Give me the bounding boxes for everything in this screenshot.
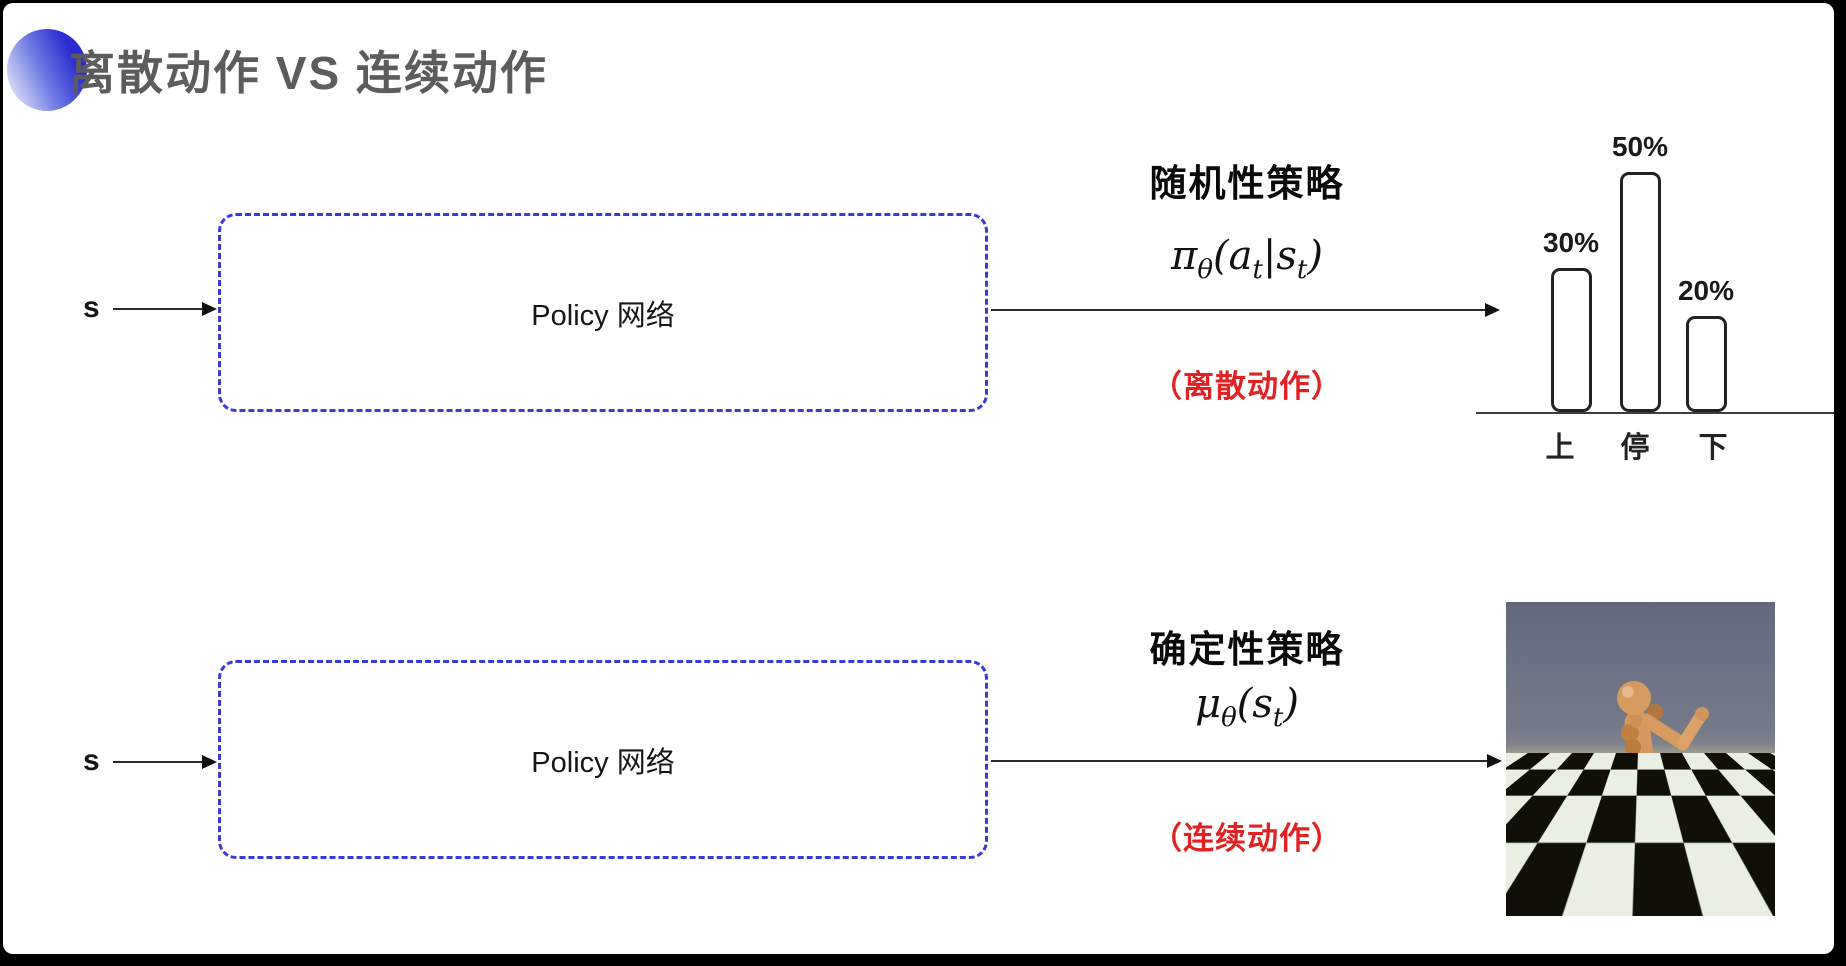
cat-label-stop: 停 [1620, 432, 1650, 464]
chart-baseline [1476, 412, 1834, 414]
input-arrow-bottom [113, 755, 217, 769]
policy-box-label-bottom: Policy 网络 [531, 746, 675, 779]
bar-value-up: 30% [1542, 227, 1600, 258]
action-probability-chart: 30% 50% 20% 上 停 下 [1476, 98, 1834, 470]
policy-box-label-top: Policy 网络 [531, 299, 675, 332]
policy-network-box-bottom: Policy 网络 [218, 660, 988, 859]
stochastic-policy-title: 随机性策略 [1149, 163, 1345, 204]
slide: 离散动作 VS 连续动作 s Policy 网络 随机性策略 πθ(at|st)… [3, 3, 1834, 954]
title-bullet-icon [7, 29, 87, 111]
bar-value-stop: 50% [1611, 131, 1669, 162]
continuous-action-note: （连续动作） [1151, 821, 1343, 856]
output-arrow-top [991, 303, 1500, 317]
input-arrow-top [113, 302, 217, 316]
discrete-action-note: （离散动作） [1151, 369, 1343, 404]
humanoid-figure [1548, 681, 1709, 910]
mujoco-humanoid-image [1506, 602, 1775, 916]
bar-group-down: 20% [1674, 275, 1738, 412]
bar-stop [1619, 172, 1661, 412]
state-input-label-bottom: s [83, 744, 100, 777]
bar-down [1685, 316, 1727, 412]
cat-label-down: 下 [1698, 432, 1728, 464]
bar-up [1550, 268, 1592, 412]
bar-group-up: 30% [1539, 227, 1603, 412]
deterministic-policy-title: 确定性策略 [1149, 629, 1345, 670]
cat-label-up: 上 [1545, 432, 1575, 464]
bar-group-stop: 50% [1608, 131, 1672, 412]
state-input-label-top: s [83, 291, 100, 324]
deterministic-policy-formula: μθ(st) [1195, 681, 1299, 733]
policy-network-box-top: Policy 网络 [218, 213, 988, 412]
page-title: 离散动作 VS 连续动作 [69, 47, 548, 99]
stochastic-policy-formula: πθ(at|st) [1171, 233, 1323, 285]
bar-value-down: 20% [1677, 275, 1735, 306]
output-arrow-bottom [991, 754, 1502, 768]
